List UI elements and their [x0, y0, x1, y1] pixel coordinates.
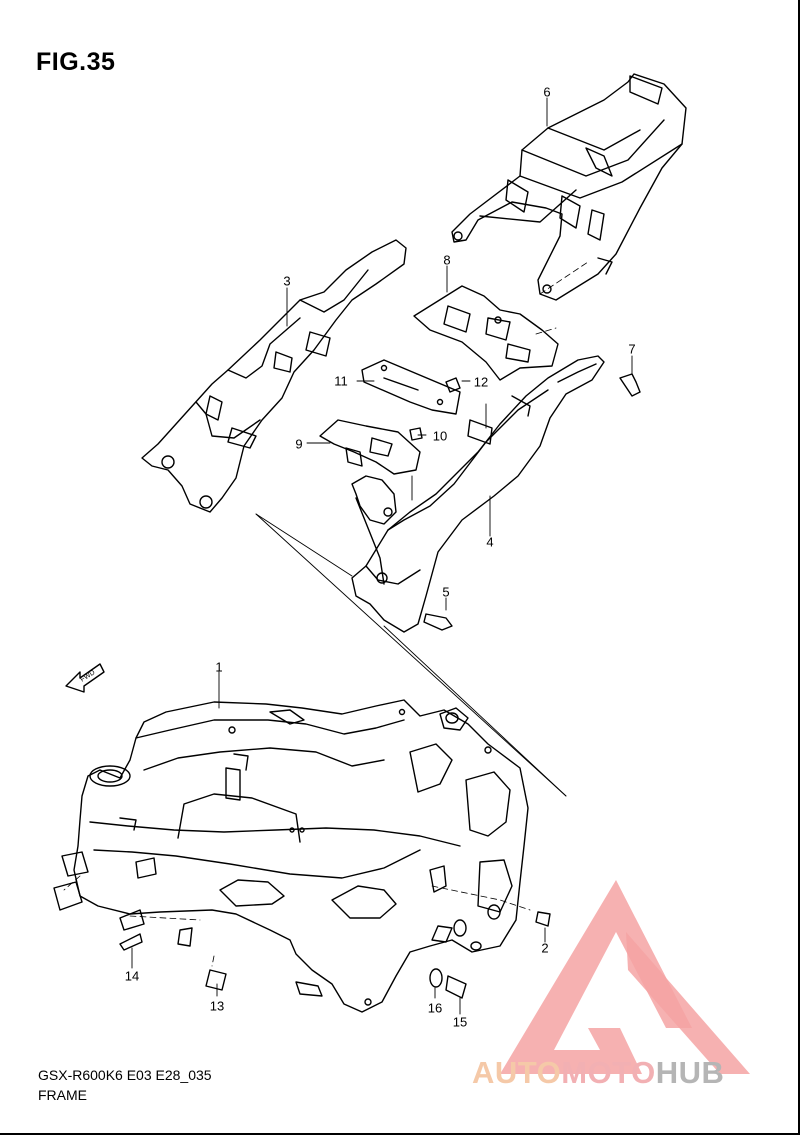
bracket-part-8 — [413, 285, 559, 381]
right-seat-rail-part — [351, 355, 605, 633]
leader-lines — [131, 97, 633, 1015]
part-label-7: 7 — [628, 341, 636, 357]
part-label-5: 5 — [442, 584, 450, 600]
part-label-10: 10 — [432, 428, 448, 444]
part-label-13: 13 — [209, 998, 225, 1014]
part-label-6: 6 — [543, 84, 551, 100]
fasteners — [119, 373, 641, 999]
fwd-arrow-icon: FWD — [65, 663, 105, 693]
part-label-4: 4 — [486, 534, 494, 550]
model-code: GSX-R600K6 E03 E28_035 — [38, 1067, 212, 1083]
main-frame-part — [53, 699, 529, 1013]
bracket-part-9 — [319, 419, 421, 475]
part-label-12: 12 — [473, 374, 489, 390]
plate-part-11 — [361, 359, 461, 415]
seat-rail-top-part — [451, 73, 687, 301]
alignment-lines — [63, 261, 589, 967]
part-label-11: 11 — [334, 373, 348, 389]
part-label-9: 9 — [295, 436, 303, 452]
part-label-1: 1 — [215, 659, 223, 675]
part-label-8: 8 — [443, 252, 451, 268]
page-edge-bottom — [0, 1133, 800, 1135]
left-seat-rail-part — [141, 239, 407, 513]
part-label-3: 3 — [283, 273, 291, 289]
watermark-text: AUTOMOTOHUB — [472, 1055, 725, 1090]
page-edge-right — [798, 0, 800, 1135]
part-label-15: 15 — [452, 1014, 468, 1030]
figure-title: FIG.35 — [36, 48, 116, 76]
part-label-2: 2 — [541, 940, 549, 956]
part-label-16: 16 — [427, 1000, 443, 1016]
assembly-outline — [255, 513, 567, 797]
section-label: FRAME — [38, 1087, 87, 1103]
part-label-14: 14 — [124, 968, 140, 984]
watermark-logo — [500, 880, 750, 1074]
